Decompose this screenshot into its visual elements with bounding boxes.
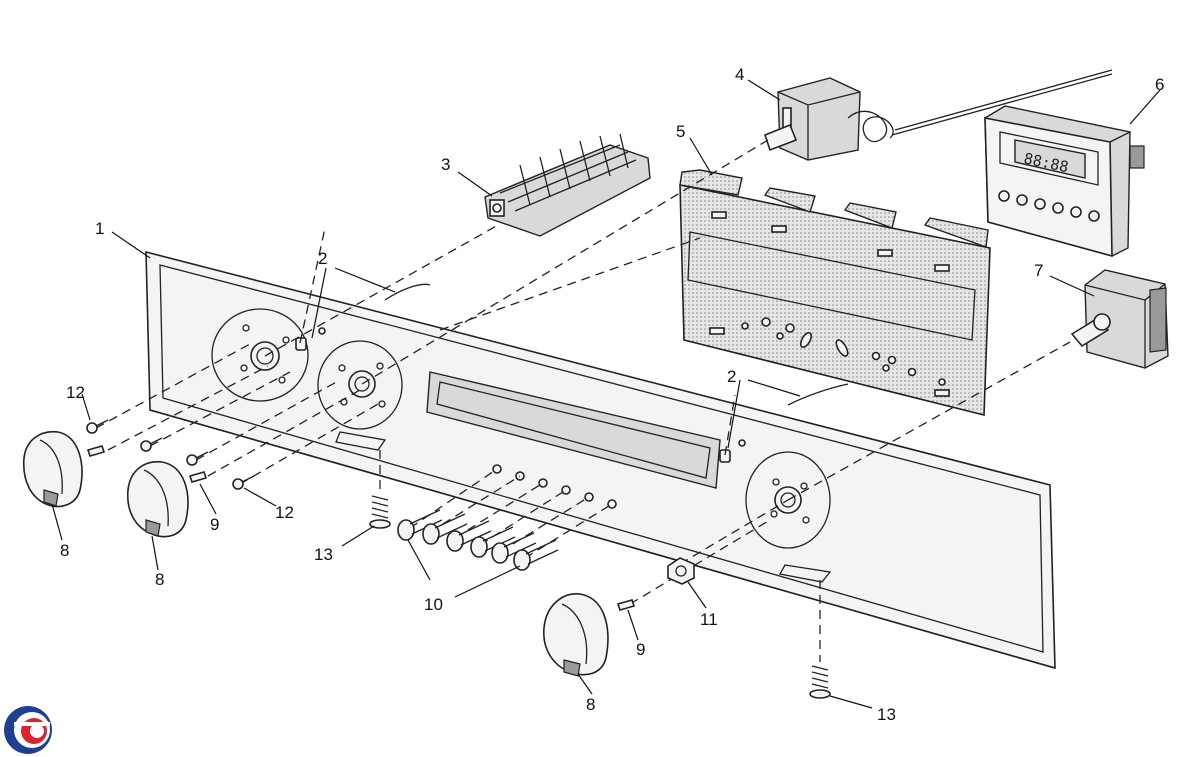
callout-1: 1 (95, 219, 104, 238)
callout-8-left: 8 (60, 541, 69, 560)
callout-10: 10 (424, 595, 443, 614)
nut (667, 557, 695, 585)
thermostat (764, 69, 1113, 161)
knob-center (127, 461, 189, 538)
callout-6: 6 (1155, 75, 1164, 94)
display-window (426, 371, 721, 489)
control-panel (145, 250, 1056, 670)
push-buttons (397, 509, 559, 571)
callout-7: 7 (1034, 261, 1043, 280)
electronic-timer: 88:88 (984, 105, 1145, 258)
callout-5: 5 (676, 122, 685, 141)
brand-logo (4, 706, 52, 754)
callout-8-bottom: 8 (586, 695, 595, 714)
callout-2-left: 2 (318, 249, 327, 268)
callout-8-center: 8 (155, 570, 164, 589)
bracket-plate (679, 169, 991, 417)
mounting-pin-left (295, 327, 326, 351)
clips (86, 445, 636, 611)
springs (369, 495, 831, 699)
callout-9-right: 9 (636, 640, 645, 659)
button-holes (492, 464, 617, 509)
callout-4: 4 (735, 65, 744, 84)
rotary-switch (1070, 269, 1169, 369)
knob-right (543, 593, 609, 677)
knob-left (22, 431, 83, 508)
callout-2-right: 2 (727, 367, 736, 386)
mounting-pin-right (719, 439, 746, 463)
callout-3: 3 (441, 155, 450, 174)
callout-12-bottom: 12 (275, 503, 294, 522)
callout-13-left: 13 (314, 545, 333, 564)
selector-switch (484, 133, 651, 237)
callout-9-left: 9 (210, 515, 219, 534)
callout-labels: 1 2 2 3 4 5 6 7 8 8 8 9 9 10 11 12 12 13… (60, 65, 1164, 724)
callout-13-right: 13 (877, 705, 896, 724)
callout-12-top: 12 (66, 383, 85, 402)
screws (86, 419, 255, 490)
callout-11: 11 (700, 610, 718, 629)
leader-lines (51, 79, 1161, 709)
